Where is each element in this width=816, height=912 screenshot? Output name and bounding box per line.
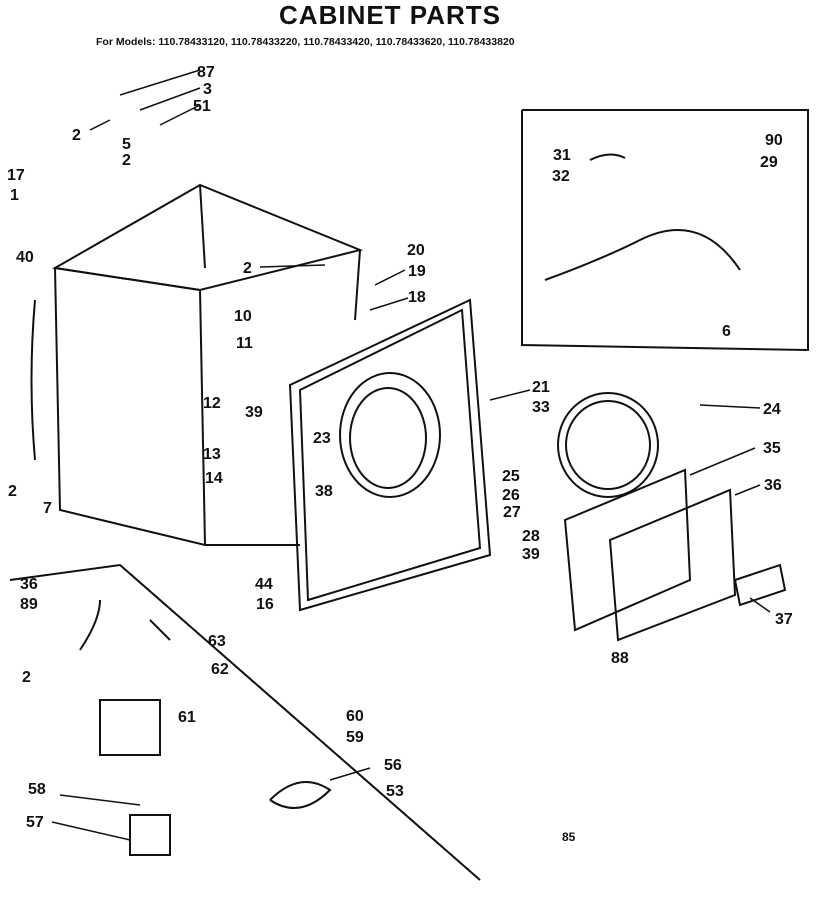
part-callout-59: 59 bbox=[346, 729, 364, 746]
cabinet-body bbox=[30, 183, 364, 547]
wiring-harness-inset bbox=[521, 109, 809, 352]
front-panel bbox=[288, 298, 492, 612]
part-callout-10: 10 bbox=[234, 308, 252, 325]
part-callout-2: 2 bbox=[22, 669, 31, 686]
part-callout-29: 29 bbox=[760, 154, 778, 171]
leader-lines bbox=[51, 69, 771, 841]
page-number: 85 bbox=[562, 830, 576, 844]
part-callout-13: 13 bbox=[203, 446, 221, 463]
part-callout-60: 60 bbox=[346, 708, 364, 725]
part-callout-2: 2 bbox=[122, 152, 131, 169]
part-callout-40: 40 bbox=[16, 249, 34, 266]
part-callout-23: 23 bbox=[313, 430, 331, 447]
part-callout-14: 14 bbox=[205, 470, 223, 487]
part-callout-44: 44 bbox=[255, 576, 273, 593]
part-callout-61: 61 bbox=[178, 709, 196, 726]
part-callout-89: 89 bbox=[20, 596, 38, 613]
part-callout-36: 36 bbox=[764, 477, 782, 494]
part-callout-20: 20 bbox=[407, 242, 425, 259]
part-callout-18: 18 bbox=[408, 289, 426, 306]
part-callout-26: 26 bbox=[502, 487, 520, 504]
part-callout-3: 3 bbox=[203, 81, 212, 98]
part-callout-38: 38 bbox=[315, 483, 333, 500]
part-callout-58: 58 bbox=[28, 781, 46, 798]
part-callout-21: 21 bbox=[532, 379, 550, 396]
diagram-title: CABINET PARTS bbox=[279, 0, 501, 30]
part-callout-90: 90 bbox=[765, 132, 783, 149]
door-assembly bbox=[557, 392, 787, 642]
part-callout-6: 6 bbox=[722, 323, 731, 340]
part-callout-2: 2 bbox=[243, 260, 252, 277]
part-callout-36: 36 bbox=[20, 576, 38, 593]
part-callout-53: 53 bbox=[386, 783, 404, 800]
part-callout-2: 2 bbox=[72, 127, 81, 144]
part-callout-11: 11 bbox=[236, 335, 253, 352]
part-callout-27: 27 bbox=[503, 504, 521, 521]
part-callout-57: 57 bbox=[26, 814, 44, 831]
part-callout-87: 87 bbox=[197, 64, 215, 81]
part-callout-17: 17 bbox=[7, 167, 25, 184]
part-callout-19: 19 bbox=[408, 263, 426, 280]
part-callout-37: 37 bbox=[775, 611, 793, 628]
part-callout-35: 35 bbox=[763, 440, 781, 457]
model-numbers: For Models: 110.78433120, 110.78433220, … bbox=[96, 36, 515, 48]
part-callout-31: 31 bbox=[553, 147, 571, 164]
part-callout-51: 51 bbox=[193, 98, 211, 115]
part-callout-56: 56 bbox=[384, 757, 402, 774]
part-callout-5: 5 bbox=[122, 136, 131, 153]
part-callout-39: 39 bbox=[522, 546, 540, 563]
base-inset bbox=[9, 563, 481, 881]
part-callout-39: 39 bbox=[245, 404, 263, 421]
part-callout-33: 33 bbox=[532, 399, 550, 416]
part-callout-16: 16 bbox=[256, 596, 274, 613]
part-callout-1: 1 bbox=[10, 187, 19, 204]
part-callout-7: 7 bbox=[43, 500, 52, 517]
part-callout-88: 88 bbox=[611, 650, 629, 667]
part-callout-62: 62 bbox=[211, 661, 229, 678]
part-callout-12: 12 bbox=[203, 395, 221, 412]
part-callout-24: 24 bbox=[763, 401, 781, 418]
part-callout-25: 25 bbox=[502, 468, 520, 485]
part-callout-63: 63 bbox=[208, 633, 226, 650]
part-callout-2: 2 bbox=[8, 483, 17, 500]
part-callout-32: 32 bbox=[552, 168, 570, 185]
part-callout-28: 28 bbox=[522, 528, 540, 545]
